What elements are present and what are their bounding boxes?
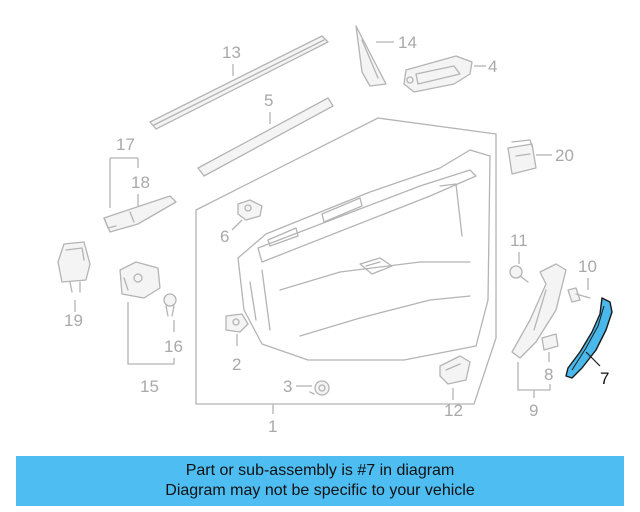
leader-9 xyxy=(517,362,551,398)
part-18-bracket[interactable] xyxy=(103,195,177,233)
part-4-door-handle[interactable] xyxy=(403,55,473,93)
label-19: 19 xyxy=(64,311,83,330)
label-8: 8 xyxy=(544,365,553,384)
banner-line-2: Diagram may not be specific to your vehi… xyxy=(165,482,475,499)
label-7: 7 xyxy=(600,369,609,388)
part-3-fastener[interactable] xyxy=(309,380,330,396)
part-10-bolt[interactable] xyxy=(567,287,591,303)
part-14-corner-cover[interactable] xyxy=(355,25,387,87)
part-11-screw[interactable] xyxy=(509,265,529,283)
label-11: 11 xyxy=(510,231,528,250)
part-20-switch[interactable] xyxy=(507,139,537,175)
label-12: 12 xyxy=(444,401,463,420)
part-8-clip[interactable] xyxy=(541,333,559,351)
leader-17 xyxy=(109,157,139,208)
part-19-connector[interactable] xyxy=(57,241,91,293)
label-6: 6 xyxy=(220,227,229,246)
part-12-insert[interactable] xyxy=(439,355,471,385)
part-15-housing[interactable] xyxy=(119,261,161,299)
leader-7 xyxy=(585,351,601,367)
part-13-belt-molding[interactable] xyxy=(149,35,329,130)
label-5: 5 xyxy=(264,91,273,110)
part-9-pillar-bracket[interactable] xyxy=(511,263,567,359)
part-6-clip[interactable] xyxy=(237,199,263,221)
label-1: 1 xyxy=(268,417,277,436)
label-9: 9 xyxy=(529,401,538,420)
part-1-door-trim-panel[interactable] xyxy=(195,117,497,405)
label-20: 20 xyxy=(555,146,574,165)
label-4: 4 xyxy=(488,57,497,76)
part-5-trim-strip[interactable] xyxy=(197,97,334,177)
label-13: 13 xyxy=(222,43,241,62)
label-18: 18 xyxy=(131,173,150,192)
label-14: 14 xyxy=(398,33,417,52)
leader-15 xyxy=(127,302,175,365)
label-3: 3 xyxy=(283,377,292,396)
part-16-screw[interactable] xyxy=(163,293,177,317)
label-16: 16 xyxy=(164,337,183,356)
label-17: 17 xyxy=(116,135,135,154)
info-banner: Part or sub-assembly is #7 in diagram Di… xyxy=(16,456,624,506)
part-2-clip[interactable] xyxy=(225,313,249,333)
leader-6 xyxy=(231,219,243,231)
label-15: 15 xyxy=(140,377,159,396)
label-10: 10 xyxy=(578,257,597,276)
part-7-trim-strip-highlighted[interactable] xyxy=(565,297,613,379)
label-2: 2 xyxy=(232,355,241,374)
banner-line-1: Part or sub-assembly is #7 in diagram xyxy=(185,462,455,479)
